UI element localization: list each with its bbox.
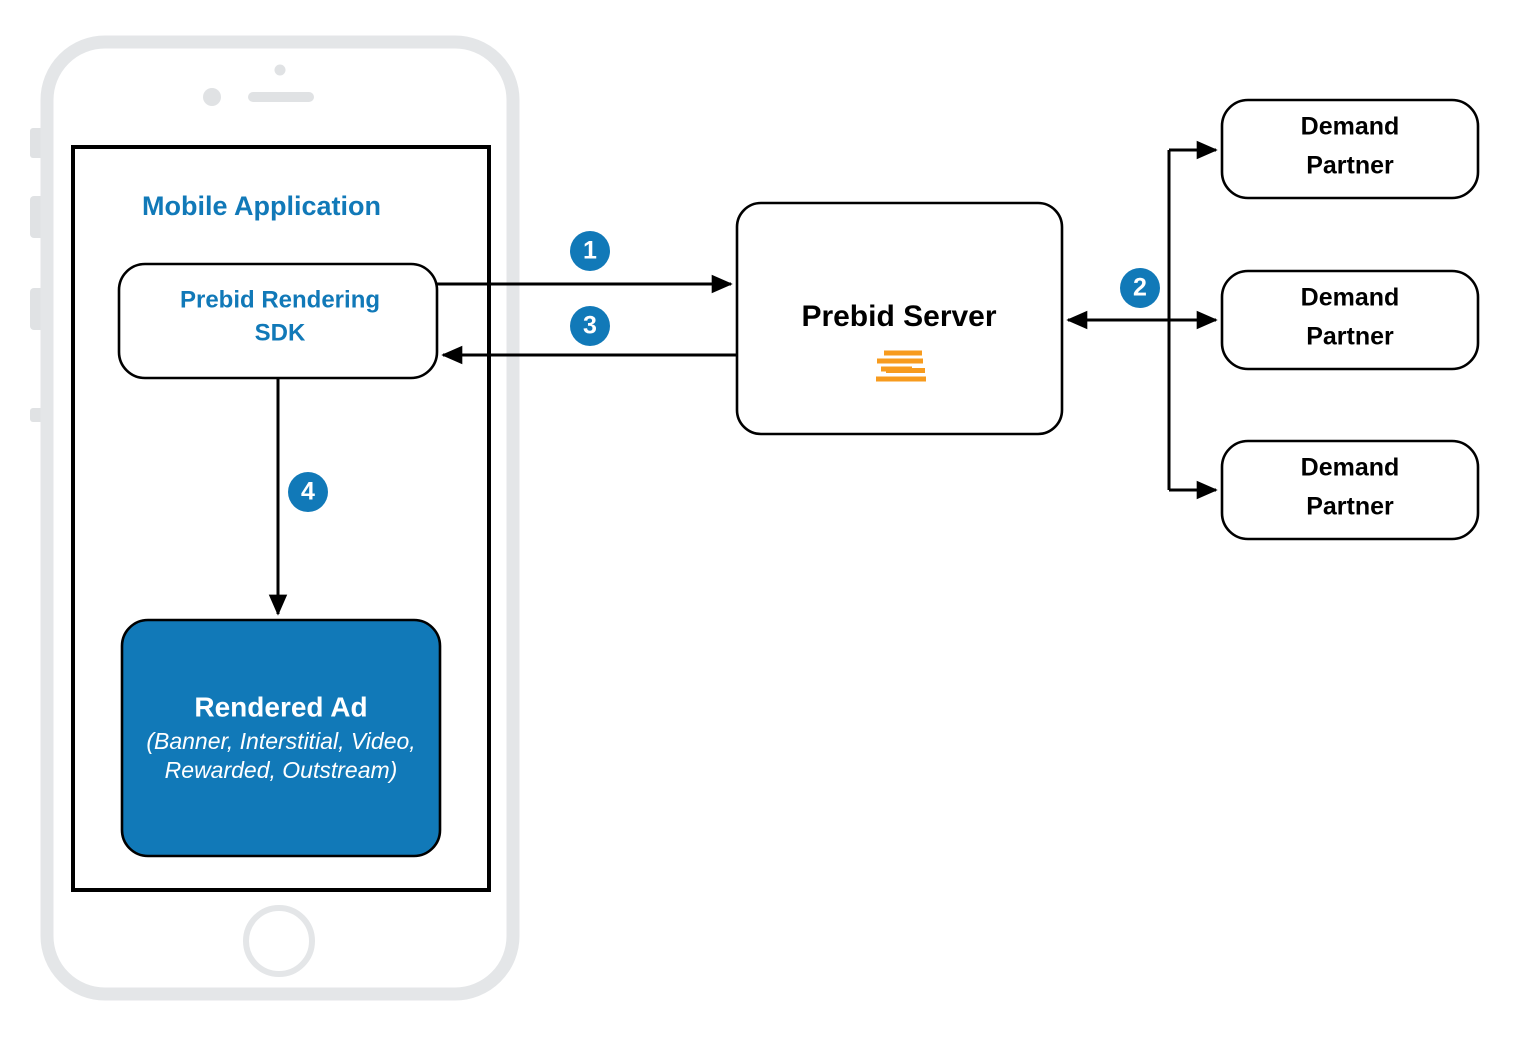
step-badge-circle	[570, 231, 610, 271]
step-badge-1: 1	[570, 231, 610, 271]
sdk-label-line2: SDK	[255, 319, 306, 346]
demand-partner-label-line2: Partner	[1306, 323, 1394, 351]
demand-partner-label-line2: Partner	[1306, 493, 1394, 521]
rendered-ad-title: Rendered Ad	[194, 691, 367, 722]
sdk-label-line1: Prebid Rendering	[180, 286, 380, 313]
prebid-logo-icon	[876, 350, 926, 382]
home-button[interactable]	[243, 905, 315, 977]
step-badge-circle	[570, 306, 610, 346]
step-badge-number: 3	[583, 312, 597, 340]
step-badge-circle	[288, 472, 328, 512]
prebid-server-node[interactable]: Prebid Server	[735, 201, 1064, 436]
rendered-ad-subtitle-line1: (Banner, Interstitial, Video,	[146, 728, 415, 754]
demand-partner-node-3[interactable]: Demand Partner	[1220, 439, 1480, 541]
step-badge-4: 4	[288, 472, 328, 512]
prebid-server-label: Prebid Server	[801, 300, 996, 333]
step-badge-2: 2	[1120, 268, 1160, 308]
rendered-ad-subtitle-line2: Rewarded, Outstream)	[165, 757, 398, 783]
rendered-ad-node[interactable]: Rendered Ad (Banner, Interstitial, Video…	[120, 618, 442, 858]
prebid-rendering-sdk-node[interactable]: Prebid Rendering SDK	[117, 262, 439, 380]
prebid-server-box[interactable]	[735, 201, 1064, 436]
demand-partner-box[interactable]	[1220, 269, 1480, 371]
demand-partner-node-2[interactable]: Demand Partner	[1220, 269, 1480, 371]
step-badge-circle	[1120, 268, 1160, 308]
demand-partner-label-line1: Demand	[1301, 284, 1400, 312]
front-camera-dot	[203, 88, 221, 106]
step-badge-3: 3	[570, 306, 610, 346]
demand-partner-node-1[interactable]: Demand Partner	[1220, 98, 1480, 200]
demand-partner-box[interactable]	[1220, 439, 1480, 541]
demand-partner-box[interactable]	[1220, 98, 1480, 200]
speaker-grill	[248, 92, 314, 102]
step-badge-number: 1	[583, 237, 597, 265]
demand-partner-label-line2: Partner	[1306, 152, 1394, 180]
demand-partner-label-line1: Demand	[1301, 454, 1400, 482]
proximity-sensor-dot	[274, 64, 286, 76]
step-badge-number: 2	[1133, 274, 1147, 302]
flow-arrow-2-group	[1066, 140, 1218, 500]
demand-partner-label-line1: Demand	[1301, 113, 1400, 141]
mobile-application-label: Mobile Application	[142, 191, 381, 221]
rendered-ad-box[interactable]	[120, 618, 442, 858]
step-badge-number: 4	[301, 478, 315, 506]
